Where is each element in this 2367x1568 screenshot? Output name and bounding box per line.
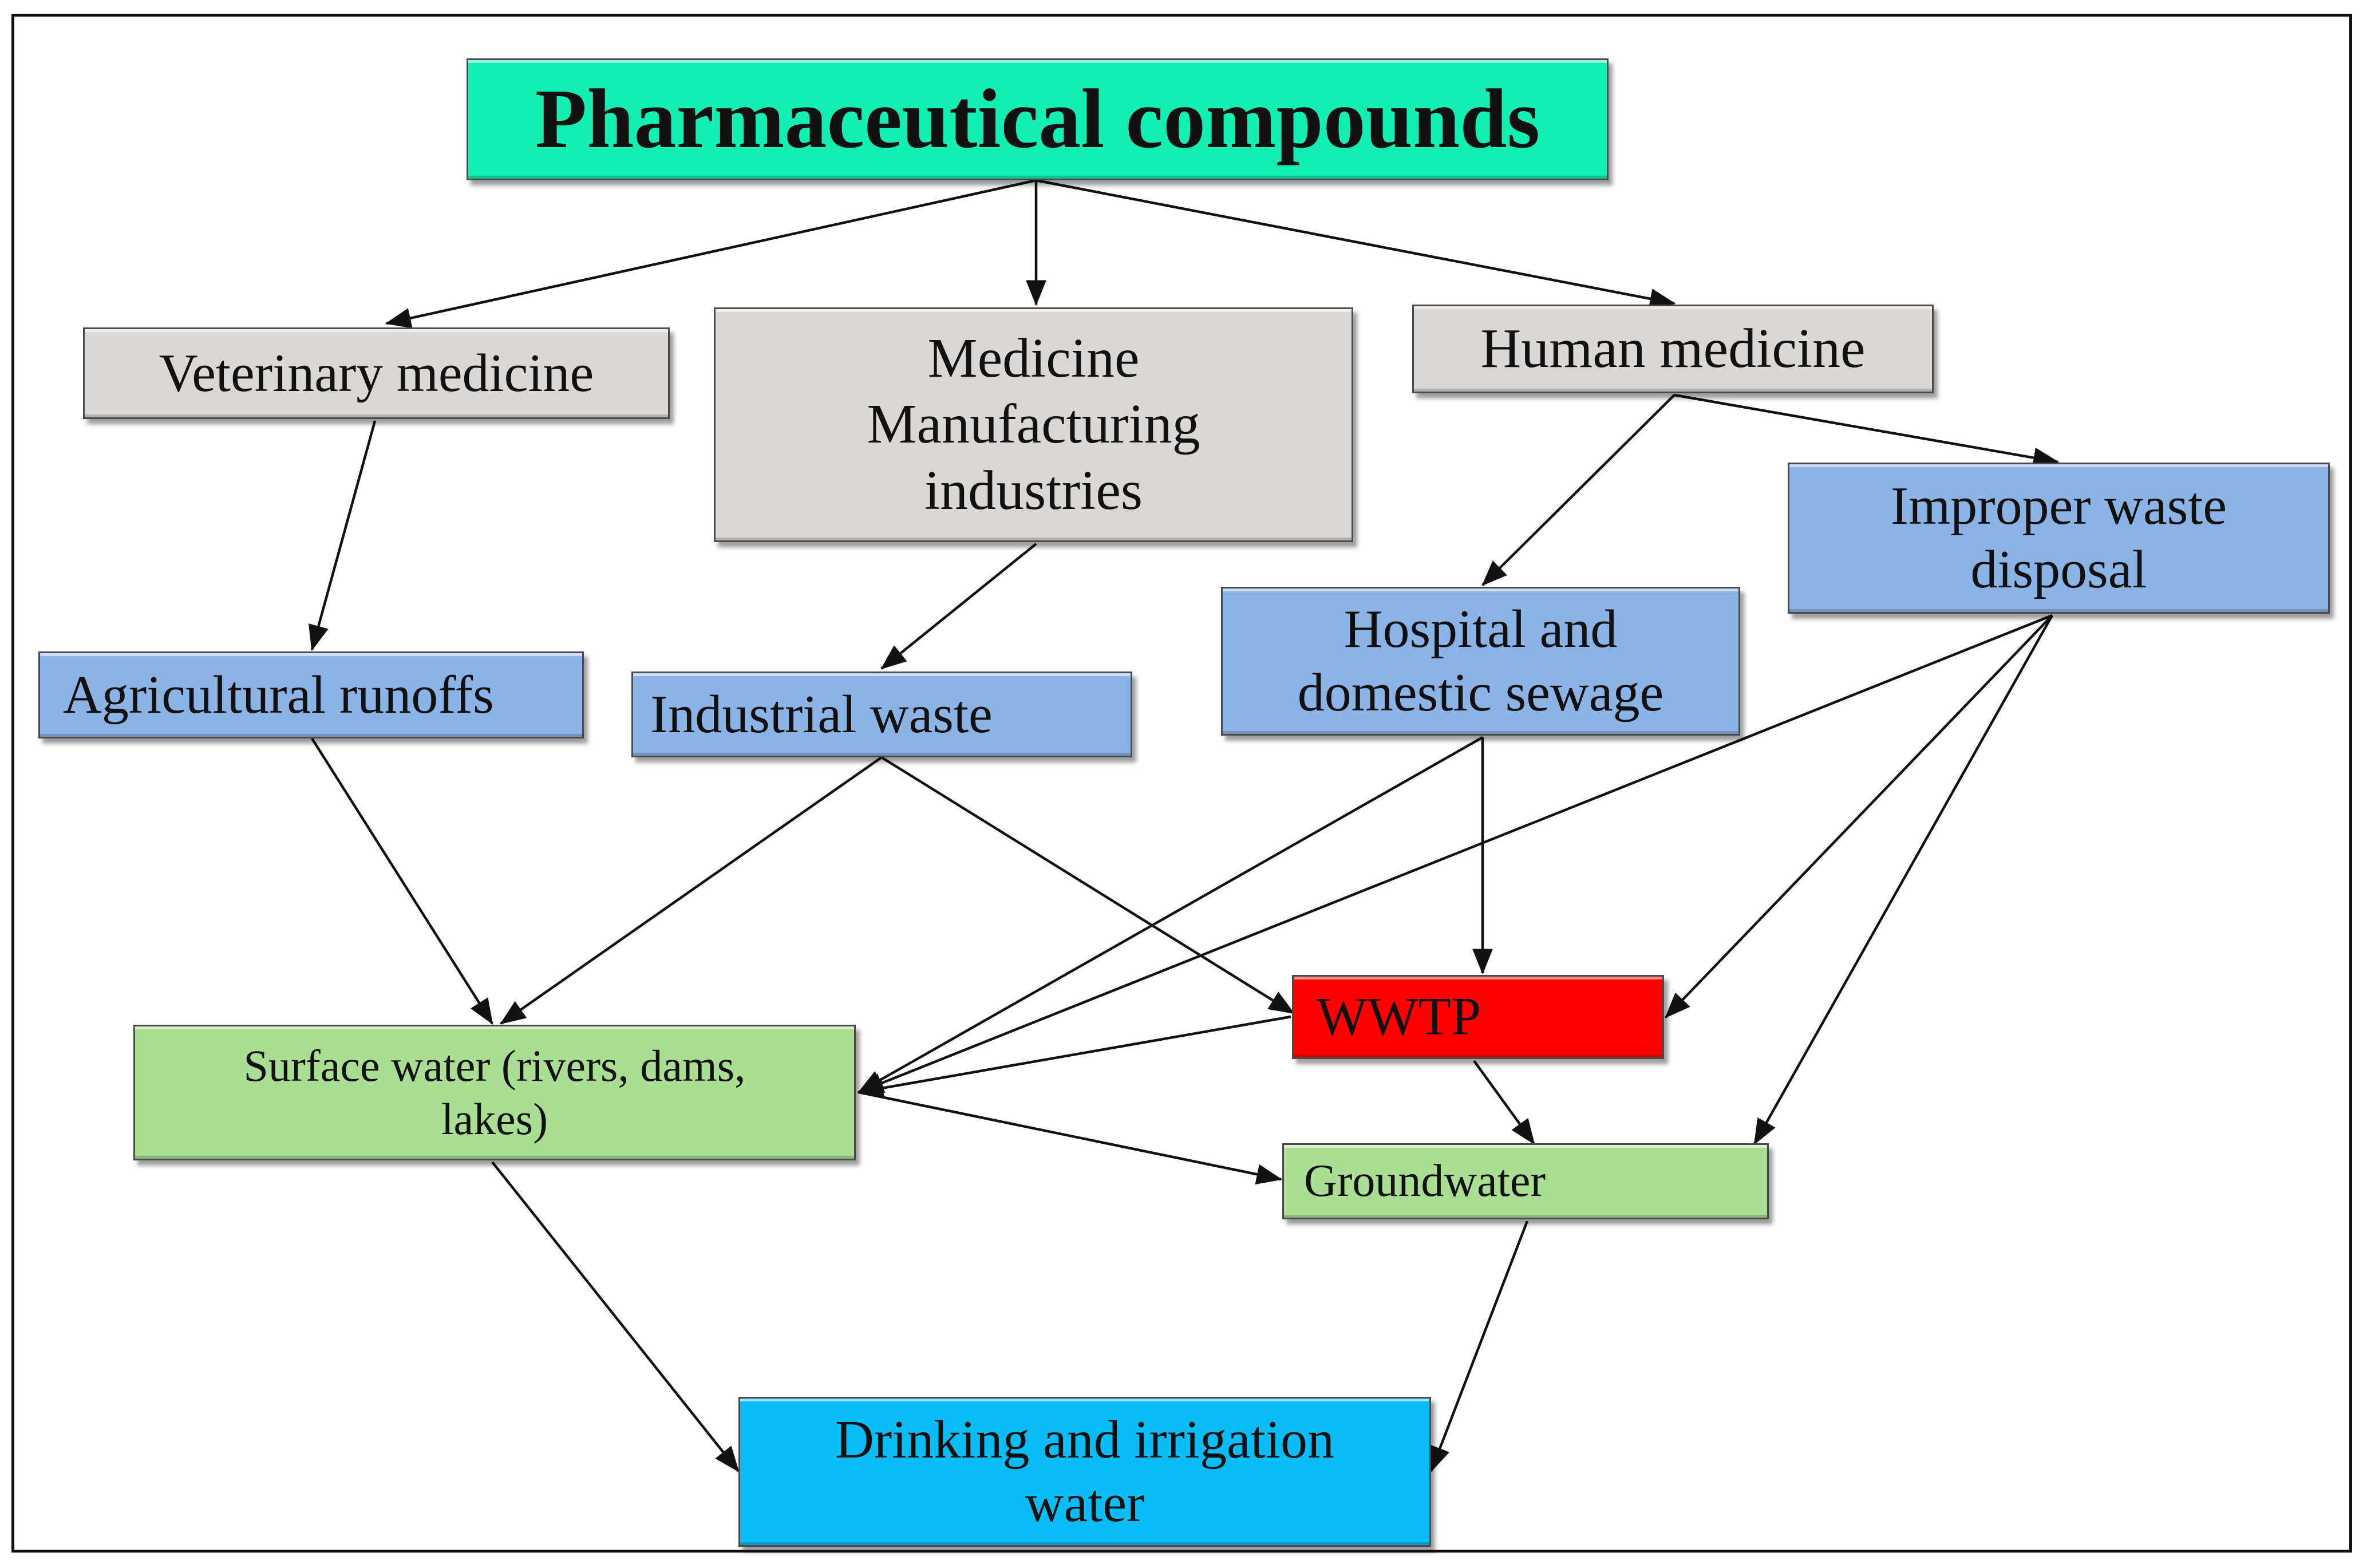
- arrow-manufacturing-to-industrial: [880, 543, 1037, 670]
- diagram-frame: [11, 14, 2352, 1553]
- industrial-waste-box: Industrial waste: [631, 672, 1132, 757]
- arrow-improper-to-surface: [857, 614, 2053, 1094]
- arrow-industrial-to-surface: [500, 756, 883, 1025]
- arrow-industrial-to-wwtp: [880, 756, 1295, 1014]
- arrow-wwtp-to-groundwater: [1473, 1060, 1535, 1145]
- arrow-pharma-to-human: [1036, 179, 1676, 309]
- arrow-wwtp-to-surface: [857, 1015, 1291, 1099]
- arrow-groundwater-to-drinking: [1429, 1221, 1529, 1473]
- arrow-human-to-improper: [1674, 393, 2060, 468]
- arrow-pharma-to-veterinary: [385, 179, 1037, 329]
- pharmaceutical-compounds-box: Pharmaceutical compounds: [467, 58, 1609, 180]
- arrow-surface-to-groundwater: [858, 1091, 1283, 1185]
- arrow-hospital-to-surface: [858, 736, 1484, 1093]
- arrow-agricultural-to-surface: [311, 737, 493, 1025]
- wwtp-box: WWTP: [1292, 975, 1664, 1059]
- veterinary-medicine-box: Veterinary medicine: [83, 327, 670, 419]
- arrow-veterinary-to-agricultural: [308, 420, 377, 651]
- arrow-human-to-hospital: [1481, 394, 1676, 586]
- arrow-improper-to-groundwater: [1753, 614, 2053, 1145]
- hospital-domestic-sewage-box: Hospital and domestic sewage: [1221, 587, 1740, 736]
- surface-water-box: Surface water (rivers, dams, lakes): [133, 1025, 856, 1160]
- agricultural-runoffs-box: Agricultural runoffs: [38, 651, 584, 738]
- drinking-irrigation-water-box: Drinking and irrigation water: [738, 1397, 1431, 1547]
- medicine-manufacturing-box: Medicine Manufacturing industries: [714, 307, 1353, 542]
- arrow-improper-to-wwtp: [1665, 614, 2053, 1018]
- improper-waste-disposal-box: Improper waste disposal: [1788, 463, 2330, 614]
- arrow-surface-to-drinking: [491, 1161, 740, 1472]
- groundwater-box: Groundwater: [1282, 1143, 1769, 1219]
- human-medicine-box: Human medicine: [1412, 305, 1934, 393]
